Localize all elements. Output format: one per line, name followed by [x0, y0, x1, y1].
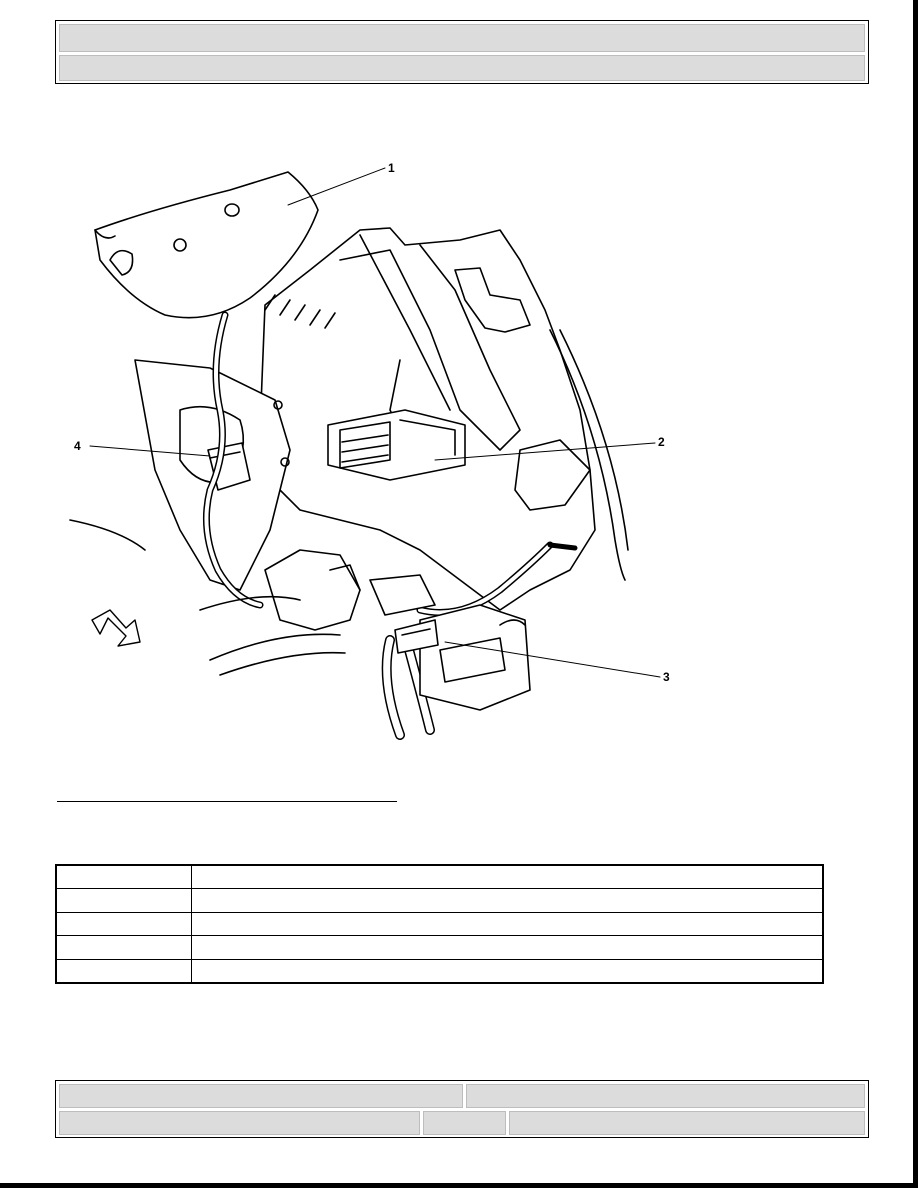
legend-num-cell	[55, 911, 192, 937]
footer-bottom-mid-cell	[423, 1111, 506, 1135]
table-row	[55, 888, 824, 913]
legend-num-cell	[55, 935, 192, 960]
table-row	[55, 958, 824, 984]
page-frame-bottom	[0, 1183, 918, 1188]
footer-left-cell	[59, 1084, 463, 1108]
page-frame-right	[913, 0, 918, 1188]
legend-num-cell	[55, 958, 192, 984]
legend-desc-cell	[191, 888, 824, 913]
callout-3: 3	[663, 670, 670, 684]
component-illustration: 1 2 3 4	[60, 150, 700, 750]
legend-num-cell	[55, 888, 192, 913]
table-row	[55, 911, 824, 937]
legend-num-cell	[55, 864, 192, 890]
header-subtitle-bar	[59, 55, 865, 81]
page-header	[55, 20, 869, 84]
table-row	[55, 864, 824, 890]
callout-1: 1	[388, 161, 395, 175]
legend-desc-cell	[191, 935, 824, 960]
table-row	[55, 935, 824, 960]
page-footer	[55, 1080, 869, 1138]
callout-legend-table	[55, 864, 824, 984]
legend-desc-cell	[191, 958, 824, 984]
footer-right-cell	[466, 1084, 865, 1108]
legend-desc-cell	[191, 911, 824, 937]
callout-2: 2	[658, 435, 665, 449]
callout-4: 4	[74, 439, 81, 453]
header-title-bar	[59, 24, 865, 52]
footer-bottom-right-cell	[509, 1111, 865, 1135]
footer-bottom-left-cell	[59, 1111, 420, 1135]
legend-desc-cell	[191, 864, 824, 890]
figure-caption-underline	[57, 801, 397, 802]
